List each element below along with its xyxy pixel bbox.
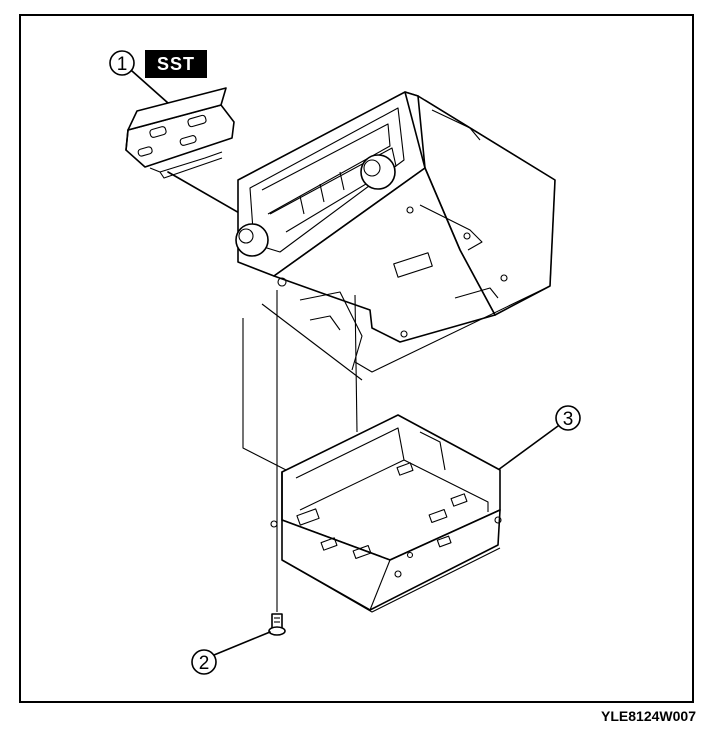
sst-removal-tool	[125, 87, 256, 223]
mounting-bracket	[270, 414, 502, 613]
callout-3: 3	[497, 405, 581, 471]
screw	[268, 613, 286, 636]
figure-code: YLE8124W007	[601, 708, 696, 724]
callout-2: 2	[191, 631, 271, 675]
callout-1-number: 1	[117, 54, 128, 75]
audio-unit	[235, 91, 556, 381]
alignment-guides	[242, 290, 358, 612]
callout-2-number: 2	[199, 653, 210, 674]
diagram-frame	[19, 14, 694, 703]
sst-tool-label: SST	[145, 50, 207, 78]
callout-3-number: 3	[563, 409, 574, 430]
callout-1: 1	[109, 50, 169, 104]
